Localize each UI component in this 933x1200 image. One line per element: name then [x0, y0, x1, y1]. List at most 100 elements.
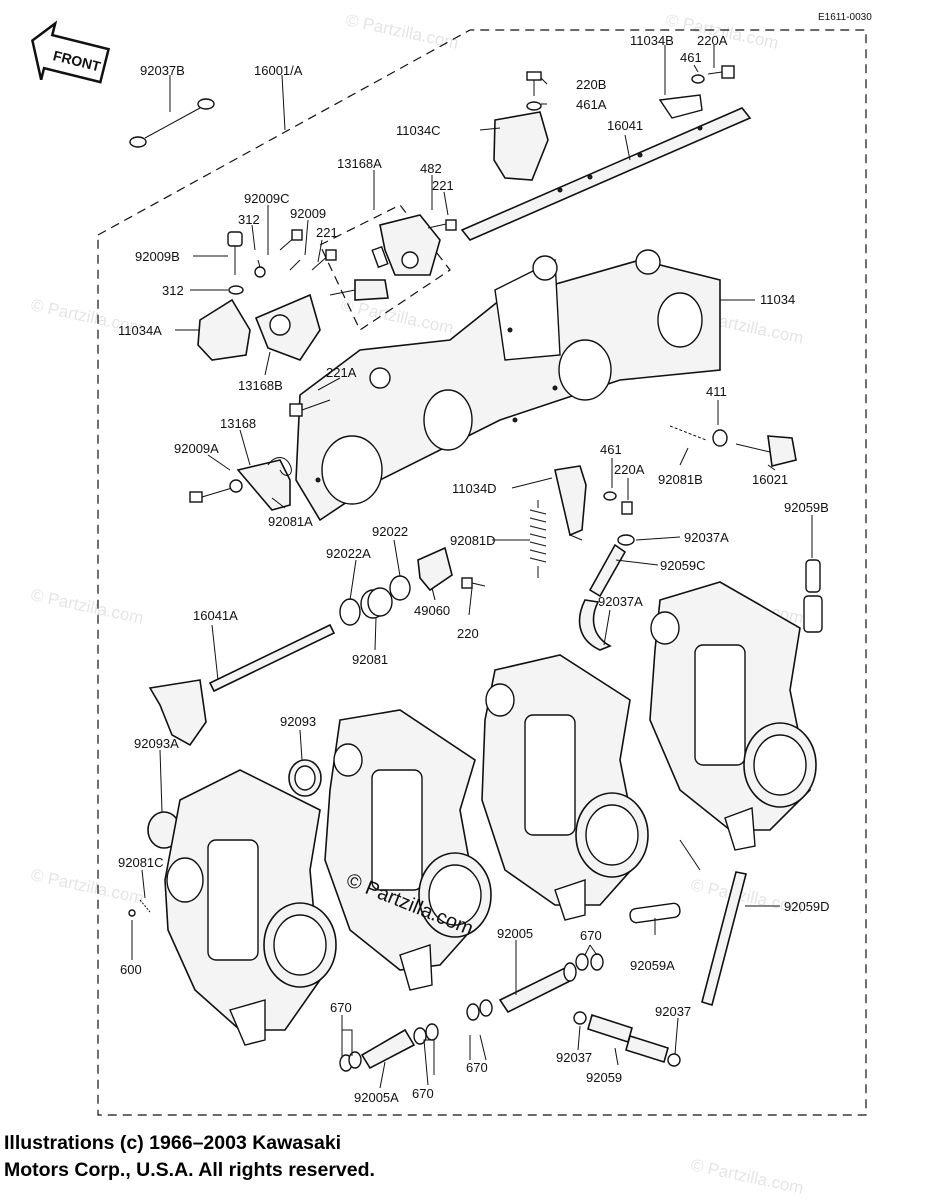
callout-220A: 220A [697, 33, 728, 48]
carburetor-3 [481, 654, 649, 921]
copyright-line-2: Motors Corp., U.S.A. All rights reserved… [4, 1159, 375, 1181]
callout-92059: 92059 [586, 1070, 622, 1085]
screw-220A-top [691, 65, 735, 84]
callout-92037A: 92037A [684, 530, 729, 545]
callout-92081D: 92081D [450, 533, 496, 548]
orings-670-right [575, 953, 604, 971]
callout-670: 670 [412, 1086, 434, 1101]
callout-670: 670 [580, 928, 602, 943]
copyright-notice: Illustrations (c) 1966–2003 Kawasaki Mot… [4, 1130, 524, 1184]
callout-92009C: 92009C [244, 191, 290, 206]
callout-49060: 49060 [414, 603, 450, 618]
callout-221: 221 [316, 225, 338, 240]
figure-code: E1611-0030 [818, 12, 872, 23]
assembly-outline [97, 29, 867, 1116]
callout-92037B: 92037B [140, 63, 185, 78]
watermark-text: © Partzilla.com [339, 295, 455, 337]
callout-92009: 92009 [290, 206, 326, 221]
callout-11034: 11034 [760, 292, 795, 307]
callout-461A: 461A [576, 97, 607, 112]
callout-312: 312 [162, 283, 184, 298]
bracket-11034C [493, 111, 549, 181]
callout-92081A: 92081A [268, 514, 313, 529]
callout-16041: 16041 [607, 118, 643, 133]
callout-16021: 16021 [752, 472, 788, 487]
callout-411: 411 [706, 384, 727, 399]
screw-221A [289, 399, 331, 417]
callout-92037A: 92037A [598, 594, 643, 609]
lever-11034A [197, 298, 251, 361]
spring-92081C [128, 899, 151, 917]
callout-92005: 92005 [497, 926, 533, 941]
plate-49060 [417, 546, 486, 592]
tube-92005 [498, 962, 577, 1014]
hose-92059C [588, 534, 635, 598]
callout-220: 220 [457, 626, 479, 641]
hose-92059 [573, 1011, 681, 1067]
callout-312: 312 [238, 212, 260, 227]
callout-600: 600 [120, 962, 142, 977]
cam-13168B [254, 293, 321, 361]
callout-92005A: 92005A [354, 1090, 399, 1105]
callout-92059D: 92059D [784, 899, 830, 914]
carburetor-1 [164, 769, 337, 1046]
callout-92059C: 92059C [660, 558, 706, 573]
callout-92037: 92037 [556, 1050, 592, 1065]
callout-16041A: 16041A [193, 608, 238, 623]
callout-92081B: 92081B [658, 472, 703, 487]
screw-220A-mid [603, 491, 633, 515]
hose-92059D [701, 871, 747, 1007]
fitting-92059B [803, 559, 823, 633]
watermark-text: © Partzilla.com [344, 10, 460, 52]
callout-92009A: 92009A [174, 441, 219, 456]
callout-92022A: 92022A [326, 546, 371, 561]
callout-221A: 221A [326, 365, 357, 380]
watermark-text: © Partzilla.com [689, 1155, 805, 1197]
bracket-11034D [554, 465, 587, 541]
watermark-text: © Partzilla.com [29, 585, 145, 627]
linkage-13168A [319, 204, 457, 331]
callout-670: 670 [466, 1060, 488, 1075]
throttle-shaft-16041 [460, 107, 752, 241]
callout-92081C: 92081C [118, 855, 164, 870]
leader-lines [131, 45, 813, 1089]
screws-left [227, 229, 337, 295]
screw-220B [526, 71, 542, 111]
callout-92009B: 92009B [135, 249, 180, 264]
callout-13168A: 13168A [337, 156, 382, 171]
spring-92081D [529, 500, 547, 578]
callout-11034A: 11034A [118, 323, 162, 338]
lever-13168 [189, 457, 292, 511]
callout-220B: 220B [576, 77, 606, 92]
callout-92059A: 92059A [630, 958, 675, 973]
callout-13168: 13168 [220, 416, 256, 431]
callout-92093: 92093 [280, 714, 316, 729]
callout-670: 670 [330, 1000, 352, 1015]
orings-670-mid [466, 999, 493, 1021]
callout-92037: 92037 [655, 1004, 691, 1019]
bracket-11034 [295, 249, 721, 522]
hose-loop [578, 599, 612, 651]
callout-16001A: 16001/A [254, 63, 303, 78]
tube-92005A [339, 1023, 439, 1072]
callout-92093A: 92093A [134, 736, 179, 751]
callout-92059B: 92059B [784, 500, 829, 515]
callout-482: 482 [420, 161, 442, 176]
callout-220A: 220A [614, 462, 645, 477]
lever-11034B [658, 70, 703, 119]
cap-92093 [288, 759, 322, 797]
carburetor-2 [324, 709, 492, 991]
callout-11034C: 11034C [396, 123, 441, 138]
callout-461: 461 [600, 442, 622, 457]
callout-461: 461 [680, 50, 702, 65]
callout-92022: 92022 [372, 524, 408, 539]
callout-13168B: 13168B [238, 378, 283, 393]
callout-labels: 92037B 16001/A 11034B 220A 461 220B 461A… [118, 33, 830, 1105]
callout-11034D: 11034D [452, 481, 497, 496]
idle-adjuster [669, 425, 797, 467]
callout-221: 221 [432, 178, 454, 193]
front-arrow: FRONT [31, 20, 111, 84]
carburetor-4 [649, 581, 817, 851]
washers-92022 [339, 575, 411, 626]
